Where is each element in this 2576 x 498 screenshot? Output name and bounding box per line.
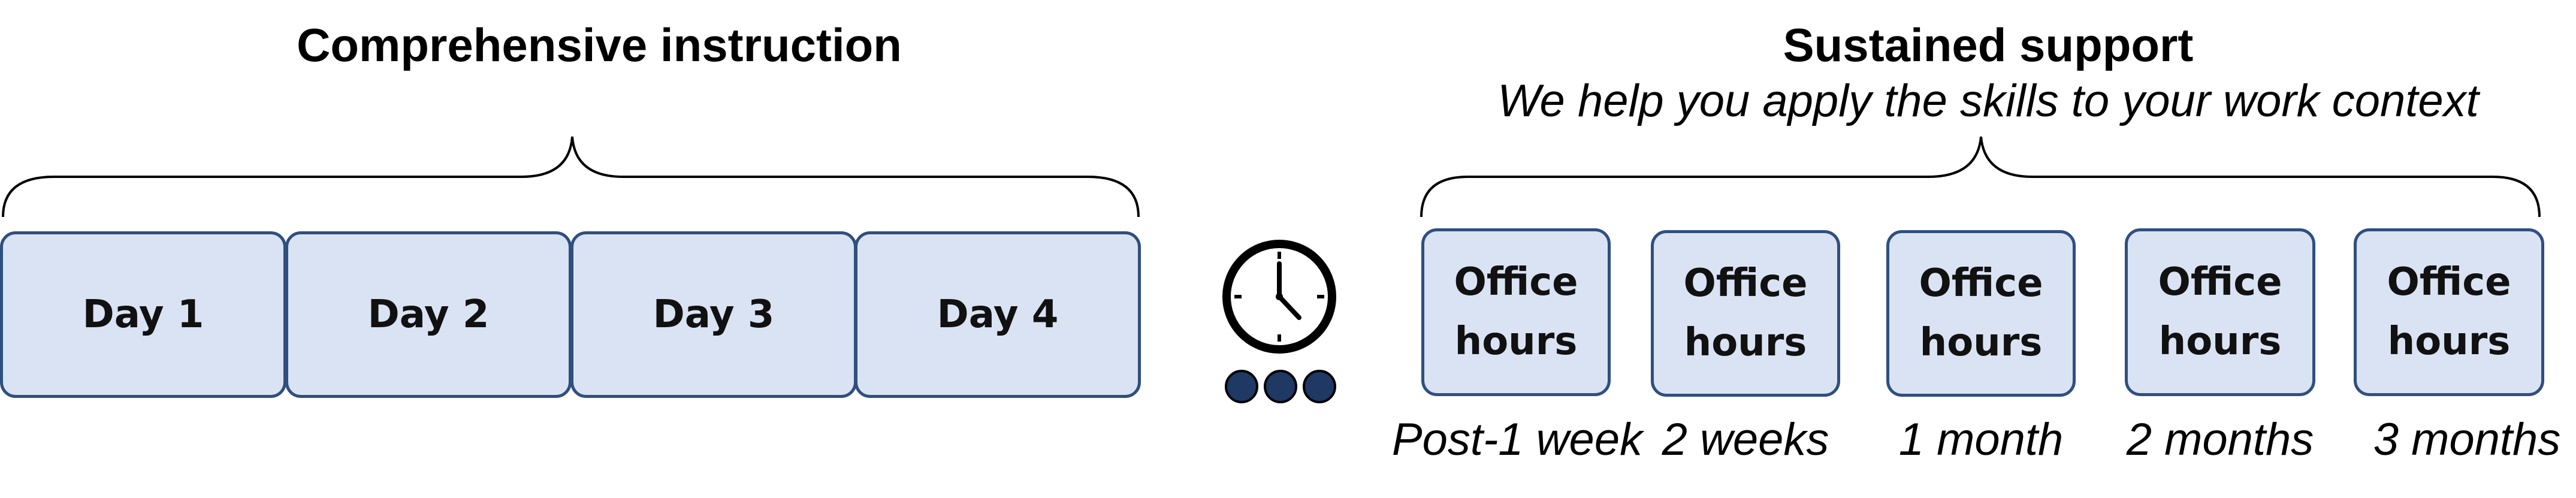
timing-label-5: 3 months — [2373, 414, 2561, 465]
office-hours-box-5: Office hours — [2354, 228, 2544, 396]
comprehensive-instruction-title: Comprehensive instruction — [297, 19, 902, 71]
office-hours-line1: Office — [1454, 259, 1578, 304]
office-hours-line2: hours — [2158, 319, 2282, 364]
office-hours-box-3: Office hours — [1886, 230, 2076, 397]
office-hours-line2: hours — [1919, 321, 2043, 365]
timing-label-3: 1 month — [1898, 414, 2064, 465]
office-hours-box-4: Office hours — [2125, 228, 2315, 396]
timing-label-2: 2 weeks — [1662, 414, 1829, 465]
day-3-box: Day 3 — [570, 231, 857, 398]
timing-label-4: 2 months — [2126, 414, 2314, 465]
left-curly-brace — [2, 136, 1140, 218]
office-hours-line1: Office — [1683, 261, 1808, 306]
day-2-box: Day 2 — [285, 231, 572, 398]
office-hours-line1: Office — [2387, 259, 2511, 304]
office-hours-box-2: Office hours — [1651, 230, 1840, 397]
clock-icon — [1222, 240, 1336, 354]
ellipsis-dots-icon — [1225, 370, 1336, 403]
day-4-box: Day 4 — [854, 231, 1141, 398]
office-hours-line1: Office — [1919, 261, 2043, 306]
right-curly-brace — [1420, 136, 2541, 218]
day-1-box: Day 1 — [0, 231, 286, 398]
sustained-support-title: Sustained support — [1783, 19, 2194, 71]
office-hours-box-1: Office hours — [1421, 228, 1611, 396]
office-hours-line2: hours — [2387, 319, 2511, 364]
office-hours-line1: Office — [2158, 259, 2282, 304]
office-hours-line2: hours — [1454, 319, 1578, 364]
office-hours-line2: hours — [1684, 321, 1807, 365]
timing-label-1: Post-1 week — [1391, 414, 1643, 465]
sustained-support-subtitle: We help you apply the skills to your wor… — [1497, 76, 2479, 126]
